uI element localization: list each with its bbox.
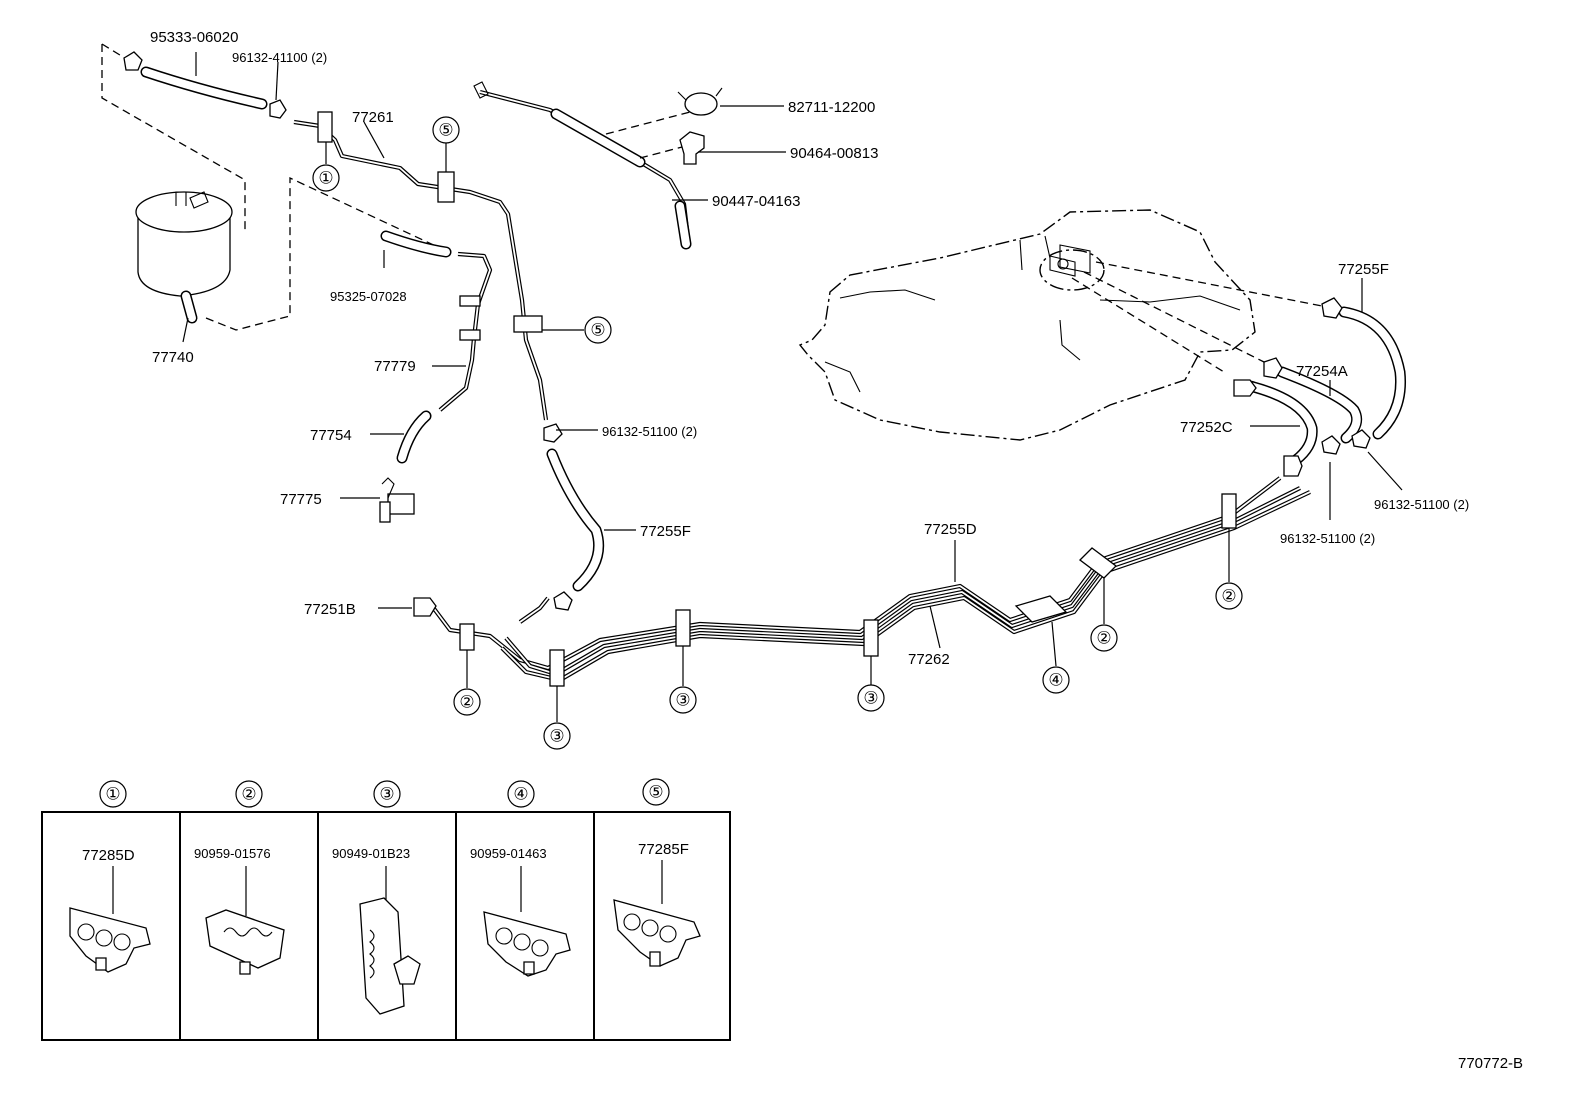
svg-text:③: ③ xyxy=(379,785,394,804)
clamp-77285D-drawing xyxy=(69,907,151,973)
tank-filler-fittings xyxy=(1039,244,1105,291)
charcoal-canister xyxy=(135,191,233,324)
callout-3-a: ③ xyxy=(543,722,571,750)
svg-text:④: ④ xyxy=(1048,671,1063,690)
clamp-90959-01463-drawing xyxy=(483,911,571,977)
clamp-3a xyxy=(549,649,565,687)
label-96132-51100-b: 96132-51100 (2) xyxy=(1374,497,1469,512)
label-77262: 77262 xyxy=(908,651,950,668)
hose-95333 xyxy=(123,51,287,119)
clamp-2c xyxy=(1221,493,1237,529)
clamp-2b xyxy=(1079,547,1117,579)
label-96132-51100-c: 96132-51100 (2) xyxy=(1280,531,1375,546)
clip-96132-right-a xyxy=(1321,435,1341,455)
clamp-2a xyxy=(459,623,475,651)
svg-text:②: ② xyxy=(1096,629,1111,648)
pipe-77261 xyxy=(293,119,549,421)
label-77255D: 77255D xyxy=(924,521,977,538)
label-96132-51100-a: 96132-51100 (2) xyxy=(602,424,697,439)
legend-part-5: 77285F xyxy=(638,841,689,858)
legend-symbol-2: ② xyxy=(235,780,263,808)
clamp-77285F-drawing xyxy=(613,899,701,967)
clamp-90464 xyxy=(679,131,705,165)
label-77255F-right: 77255F xyxy=(1338,261,1389,278)
svg-text:②: ② xyxy=(1221,587,1236,606)
hose-77754 xyxy=(396,410,432,464)
label-77255F-left: 77255F xyxy=(640,523,691,540)
label-77775: 77775 xyxy=(280,491,322,508)
pipe-90447 xyxy=(473,81,692,250)
clamp-90949-01B23-drawing xyxy=(359,897,421,1015)
label-96132-41100: 96132-41100 (2) xyxy=(232,50,327,65)
callout-4: ④ xyxy=(1042,666,1070,694)
hose-77255F-right xyxy=(1321,297,1407,440)
clamp-1 xyxy=(317,111,333,143)
legend-part-3: 90949-01B23 xyxy=(332,846,410,861)
legend-part-4: 90959-01463 xyxy=(470,846,547,861)
leader-lines xyxy=(182,52,1403,722)
svg-text:④: ④ xyxy=(513,785,528,804)
callout-1: ① xyxy=(312,164,340,192)
clamp-3b xyxy=(675,609,691,647)
clamp-90959-01576-drawing xyxy=(205,909,285,975)
fuel-tank xyxy=(798,209,1256,441)
svg-text:③: ③ xyxy=(863,689,878,708)
label-95333-06020: 95333-06020 xyxy=(150,29,238,46)
clamp-3c xyxy=(863,619,879,657)
callout-3-b: ③ xyxy=(669,686,697,714)
legend-symbol-1: ① xyxy=(99,780,127,808)
svg-text:⑤: ⑤ xyxy=(590,321,605,340)
svg-text:①: ① xyxy=(318,169,333,188)
hose-77254A xyxy=(1263,357,1363,444)
connector-77251B xyxy=(413,597,437,617)
callout-3-c: ③ xyxy=(857,684,885,712)
svg-text:⑤: ⑤ xyxy=(438,121,453,140)
label-77251B: 77251B xyxy=(304,601,356,618)
pipe-77779 xyxy=(438,251,493,412)
clip-82711 xyxy=(677,87,723,116)
legend-symbol-5: ⑤ xyxy=(642,778,670,806)
callout-5-top: ⑤ xyxy=(432,116,460,144)
callout-2-c: ② xyxy=(1215,582,1243,610)
label-77779: 77779 xyxy=(374,358,416,375)
label-77740: 77740 xyxy=(152,349,194,366)
legend-symbol-4: ④ xyxy=(507,780,535,808)
clamp-legend: ① ② ③ ④ ⑤ 77285D 90959-01576 90949-01B23… xyxy=(41,778,731,1041)
clamp-5a xyxy=(437,171,455,203)
label-90464-00813: 90464-00813 xyxy=(790,145,878,162)
svg-text:②: ② xyxy=(459,693,474,712)
label-77254A: 77254A xyxy=(1296,363,1348,380)
label-77252C: 77252C xyxy=(1180,419,1233,436)
label-77261: 77261 xyxy=(352,109,394,126)
svg-text:⑤: ⑤ xyxy=(648,783,663,802)
legend-symbol-3: ③ xyxy=(373,780,401,808)
label-90447-04163: 90447-04163 xyxy=(712,193,800,210)
label-95325-07028: 95325-07028 xyxy=(330,289,407,304)
drawing-number: 770772-B xyxy=(1458,1055,1523,1072)
svg-text:②: ② xyxy=(241,785,256,804)
clip-96132-right-b xyxy=(1351,429,1371,449)
hose-77255F-left xyxy=(543,423,605,611)
hose-95325 xyxy=(380,230,452,258)
callout-5-mid: ⑤ xyxy=(584,316,612,344)
canister-dash-outline xyxy=(101,44,441,331)
label-77754: 77754 xyxy=(310,427,352,444)
clamp-5b xyxy=(513,315,543,333)
svg-text:③: ③ xyxy=(675,691,690,710)
callout-2-a: ② xyxy=(453,688,481,716)
svg-text:③: ③ xyxy=(549,727,564,746)
label-82711-12200: 82711-12200 xyxy=(788,99,875,116)
svg-text:①: ① xyxy=(105,785,120,804)
legend-part-1: 77285D xyxy=(82,847,135,864)
hose-77252C xyxy=(1233,379,1318,477)
vsv-77775 xyxy=(379,477,415,523)
callout-2-b: ② xyxy=(1090,624,1118,652)
clamp-4 xyxy=(1014,595,1068,623)
legend-part-2: 90959-01576 xyxy=(194,846,271,861)
